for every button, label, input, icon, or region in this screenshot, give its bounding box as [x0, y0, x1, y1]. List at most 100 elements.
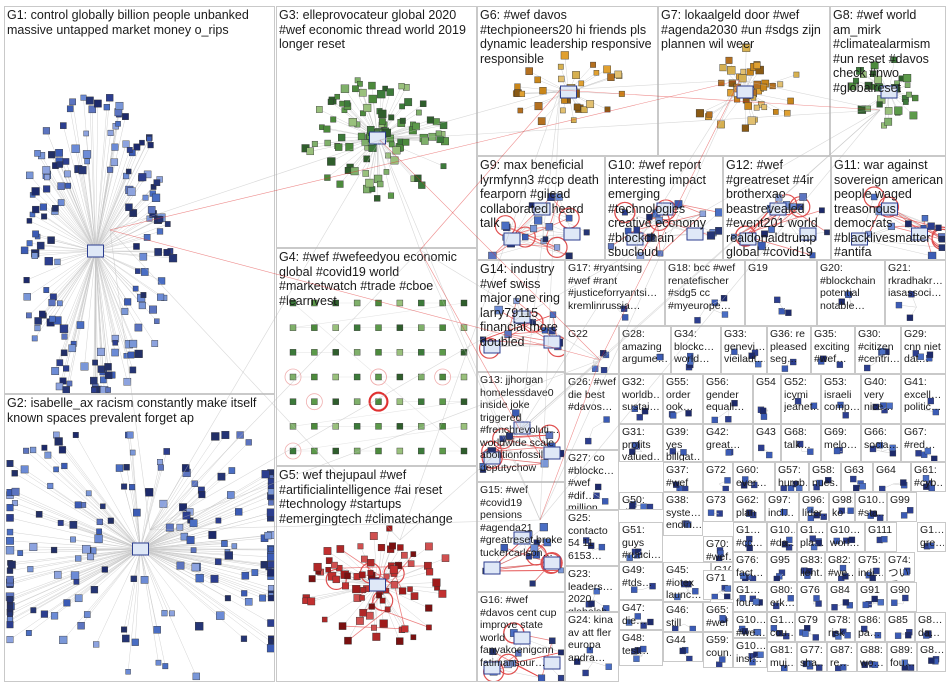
- node: [425, 542, 433, 551]
- node: [719, 656, 726, 663]
- group-panel-g23: G23: leaders… 2020 globalsh…: [565, 566, 619, 612]
- node: [11, 470, 18, 477]
- node: [365, 178, 374, 188]
- node: [570, 117, 577, 123]
- node: [908, 291, 915, 298]
- group-label: G5: wef thejupaul #wef #artificialintell…: [279, 468, 453, 526]
- group-label: G22: [568, 328, 588, 340]
- node: [47, 236, 55, 244]
- group-label: G24: kina av att fler europa andra…: [568, 614, 613, 664]
- group-network-g76b: [812, 595, 822, 607]
- group-panel-g4: G4: #wef #wefeedyou economic global #cov…: [276, 248, 477, 466]
- node: [334, 93, 340, 100]
- node: [65, 182, 71, 189]
- group-panel-g1z: G1… gre…: [917, 522, 946, 552]
- group-label: G91: [860, 584, 880, 596]
- node: [881, 536, 888, 543]
- group-panel-g111: G111: [865, 522, 897, 552]
- node: [776, 630, 783, 637]
- group-network-g1v: [770, 625, 790, 640]
- node: [725, 416, 732, 423]
- node: [388, 114, 395, 121]
- node: [539, 87, 547, 95]
- node: [538, 674, 546, 681]
- node: [770, 625, 778, 632]
- node: [631, 586, 638, 593]
- node: [31, 335, 38, 342]
- node: [311, 140, 318, 147]
- node: [145, 488, 154, 497]
- group-network-g87: [834, 663, 847, 671]
- node: [721, 311, 729, 318]
- group-label: G10: #wef report interesting impact emer…: [608, 158, 706, 259]
- node: [436, 135, 444, 144]
- group-panel-g80: G80: erk…: [767, 582, 797, 612]
- node: [426, 624, 432, 631]
- node: [787, 97, 794, 105]
- group-label: G70: #wef…: [706, 538, 731, 562]
- node: [625, 619, 633, 626]
- node: [565, 252, 573, 259]
- group-panel-g72: G72: [703, 462, 733, 492]
- hub-node: [369, 131, 386, 145]
- node: [245, 439, 252, 446]
- node: [344, 572, 351, 580]
- node: [725, 56, 733, 64]
- group-label: G32: worldb… sustai…: [622, 376, 661, 413]
- node: [931, 455, 938, 461]
- node: [54, 258, 61, 266]
- group-label: G81: muj…: [770, 644, 795, 669]
- node: [289, 373, 297, 381]
- node: [73, 578, 80, 585]
- group-panel-g1: G1: control globally billion people unba…: [4, 6, 275, 394]
- node: [214, 558, 222, 565]
- node: [921, 451, 928, 458]
- node: [93, 641, 100, 648]
- node: [52, 205, 59, 212]
- node: [907, 507, 914, 514]
- group-panel-g50: G50: die…: [619, 492, 663, 510]
- node: [221, 540, 228, 547]
- group-panel-g97: G97: incl…: [765, 492, 799, 522]
- group-panel-g61: G61: #cyb…: [911, 462, 946, 492]
- node: [938, 244, 945, 251]
- node: [6, 460, 14, 467]
- node: [268, 546, 274, 553]
- node: [850, 475, 857, 483]
- group-label: G3: elleprovocateur global 2020 #wef eco…: [279, 8, 466, 51]
- node: [407, 586, 413, 592]
- node: [590, 61, 596, 68]
- node: [923, 483, 930, 490]
- node: [586, 646, 594, 654]
- group-label: G10… insi…: [736, 640, 765, 665]
- group-label: G36: re pleased seg…: [770, 328, 807, 365]
- node: [6, 514, 14, 522]
- node: [362, 170, 370, 177]
- hub-node: [881, 202, 898, 216]
- node: [534, 76, 541, 84]
- node: [460, 373, 468, 381]
- group-network-g77: [802, 660, 823, 671]
- group-panel-g62: G62: plan age: [733, 492, 765, 522]
- node: [342, 582, 349, 590]
- node: [55, 382, 64, 391]
- group-label: G4: #wef #wefeedyou economic global #cov…: [279, 250, 457, 308]
- node: [375, 423, 382, 430]
- group-label: G67: #red…: [904, 426, 936, 451]
- group-network-g95: [773, 569, 786, 581]
- node: [139, 252, 148, 261]
- node: [863, 364, 871, 372]
- node: [332, 575, 340, 584]
- group-network-g74: [900, 567, 911, 576]
- node: [398, 83, 405, 90]
- group-label: G47: die…: [622, 602, 647, 627]
- node: [70, 571, 80, 580]
- node: [154, 318, 160, 324]
- group-network-g8b: [923, 630, 932, 639]
- node: [264, 531, 272, 540]
- node: [59, 324, 69, 333]
- node: [186, 536, 195, 545]
- node: [777, 81, 784, 88]
- node: [517, 107, 524, 114]
- node: [802, 630, 809, 637]
